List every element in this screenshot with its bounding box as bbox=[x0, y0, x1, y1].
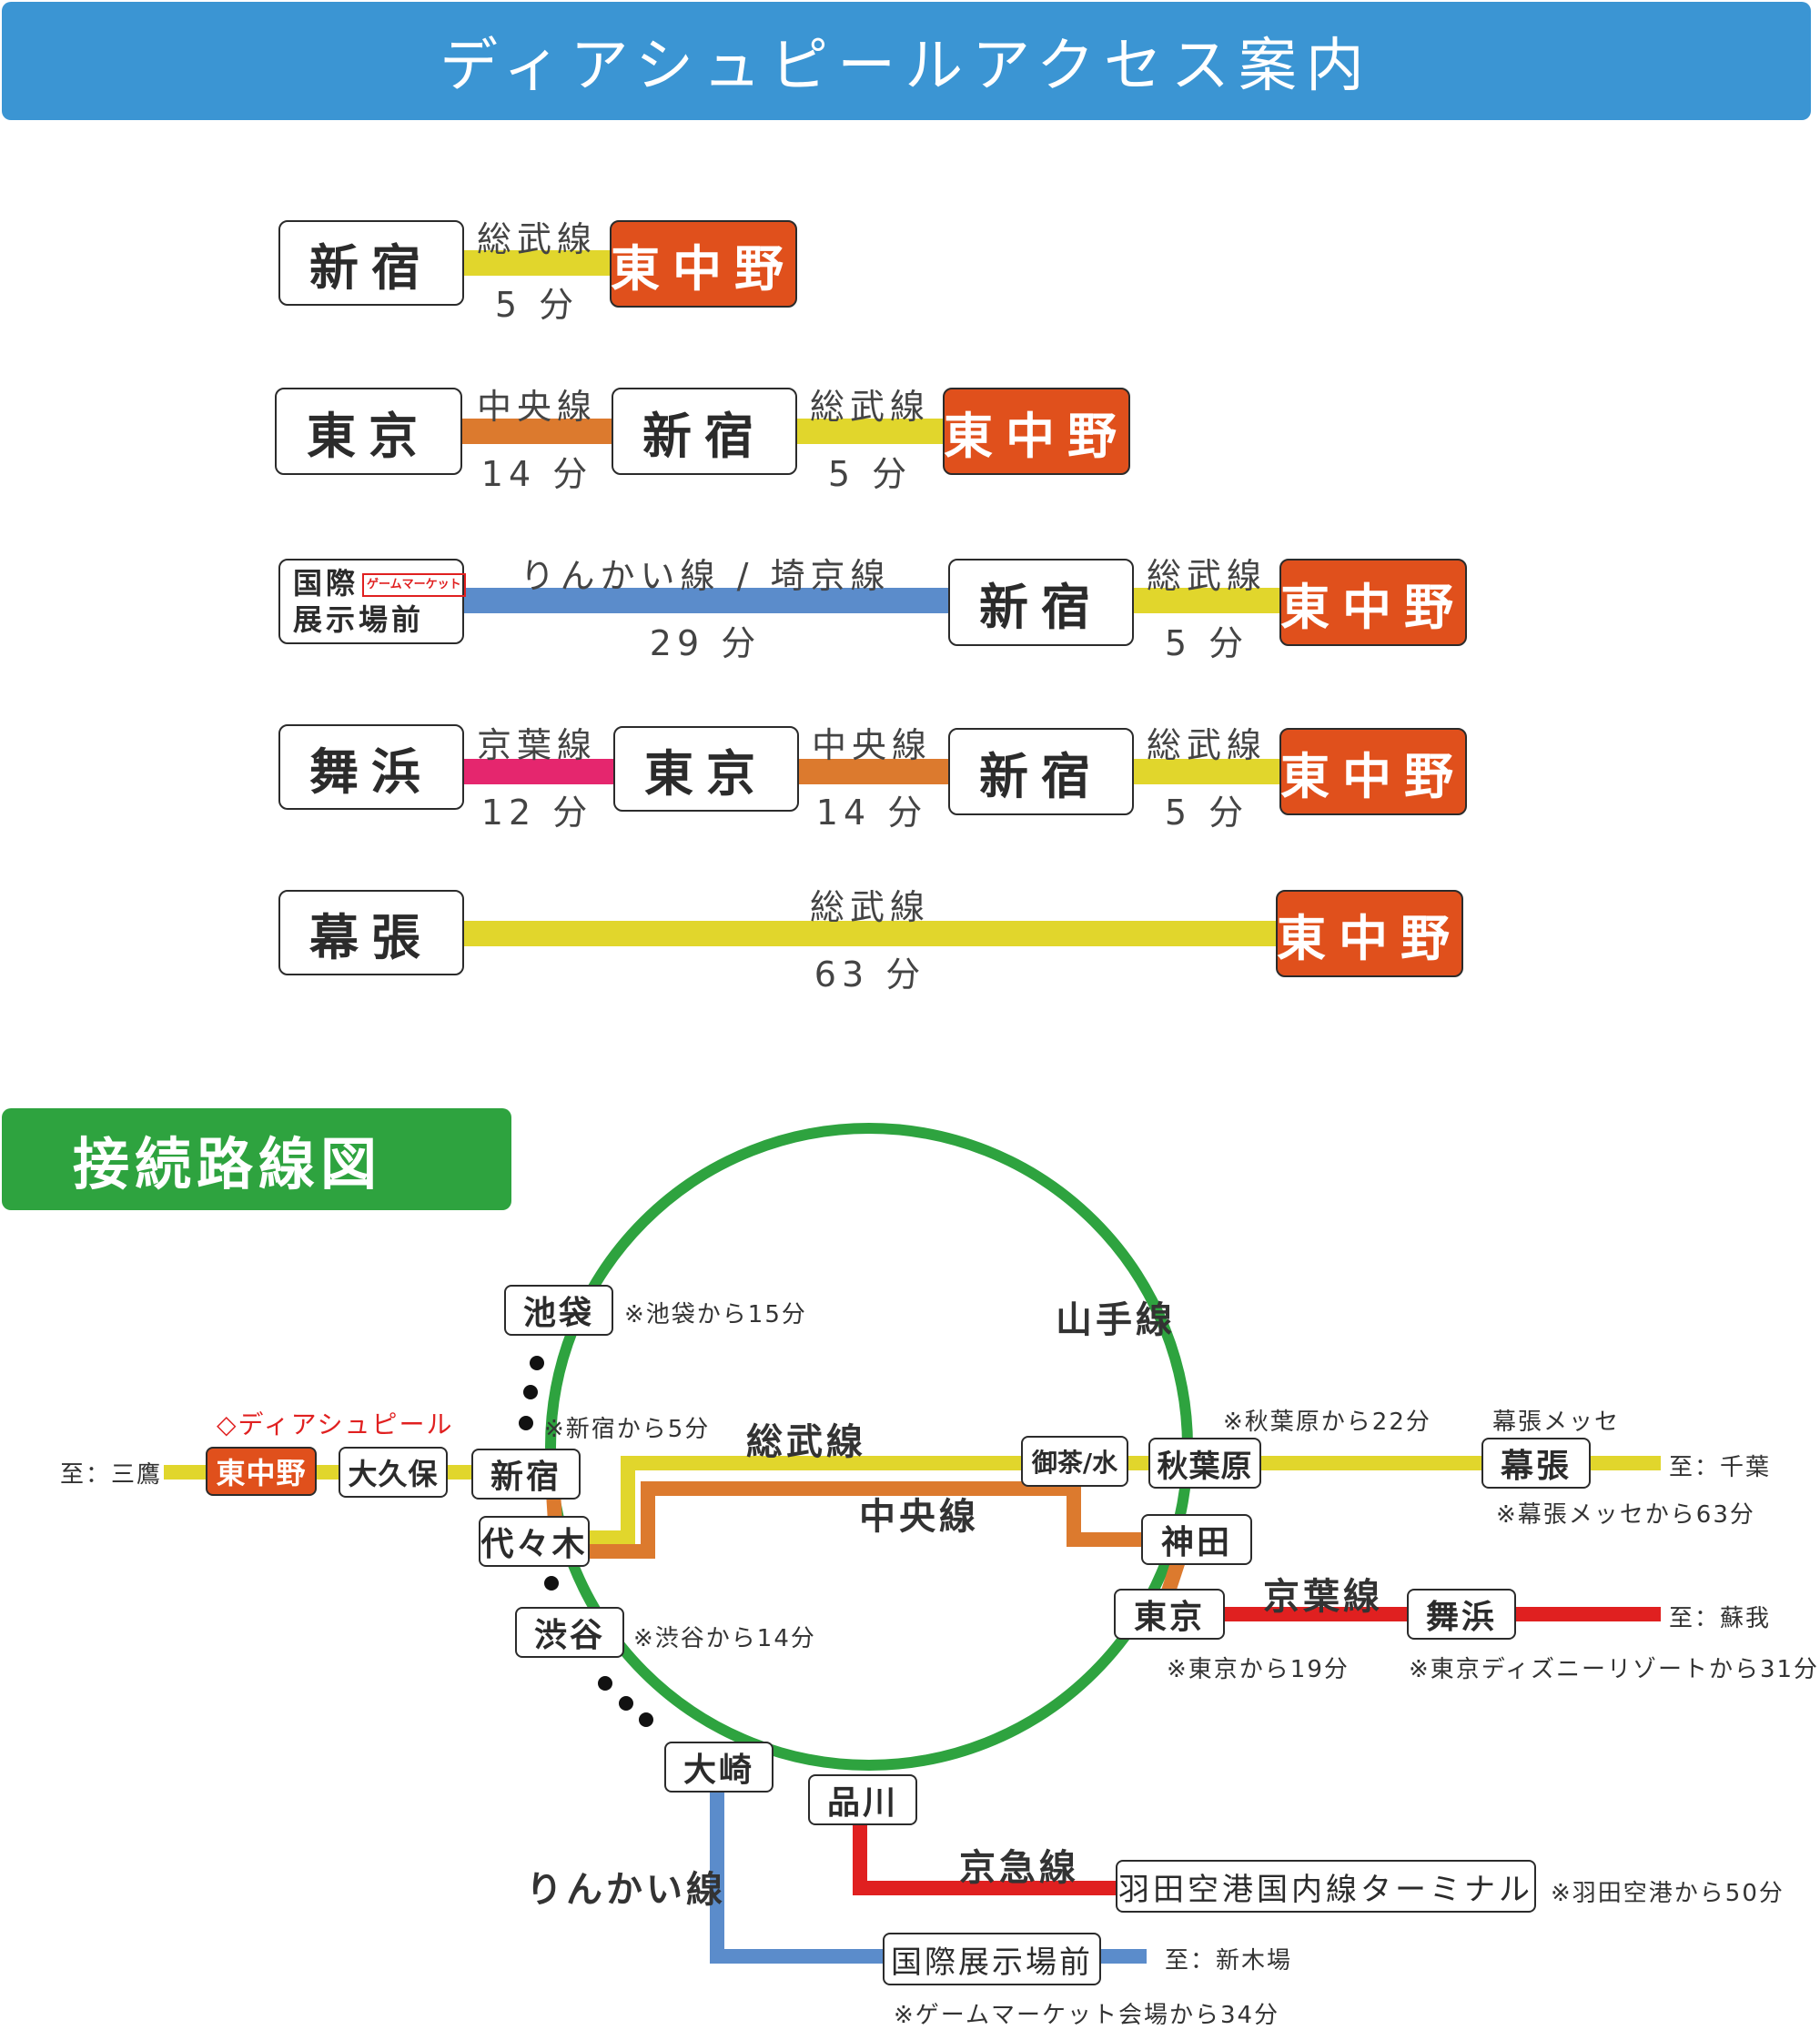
station-higashinakano: 東中野 bbox=[1279, 728, 1467, 815]
travel-time-label: 14 分 bbox=[815, 793, 928, 833]
map-station-shibuya: 渋谷 bbox=[515, 1607, 624, 1658]
sobu-line-segment bbox=[794, 419, 946, 444]
station-higashinakano: 東中野 bbox=[1276, 890, 1463, 977]
venue-label: ◇ディアシュピール bbox=[217, 1409, 454, 1439]
travel-time-label: 12 分 bbox=[480, 793, 593, 833]
map-station-kokusai-tenjijo: 国際展示場前 bbox=[883, 1933, 1101, 1985]
map-station-maihama: 舞浜 bbox=[1407, 1589, 1516, 1640]
map-station-osaki: 大崎 bbox=[664, 1742, 774, 1793]
line-name-chuo: 中央線 bbox=[859, 1496, 979, 1538]
note-maihama: ※東京ディズニーリゾートから31分 bbox=[1409, 1656, 1820, 1683]
map-station-kanda: 神田 bbox=[1141, 1514, 1252, 1565]
line-name-rinkai: りんかい線 bbox=[526, 1869, 726, 1911]
station-maihama: 舞浜 bbox=[278, 724, 464, 810]
line-name-label: 総武線 bbox=[1146, 556, 1267, 596]
station-tokyo: 東京 bbox=[275, 388, 462, 475]
map-station-ikebukuro: 池袋 bbox=[504, 1285, 613, 1336]
station-shinjuku: 新宿 bbox=[948, 728, 1134, 815]
line-name-keiyo: 京葉線 bbox=[1263, 1576, 1383, 1618]
note-shinjuku: ※新宿から5分 bbox=[544, 1416, 711, 1443]
map-station-yoyogi: 代々木 bbox=[479, 1516, 590, 1567]
line-name-yamanote: 山手線 bbox=[1056, 1299, 1176, 1341]
saikyo-dot bbox=[544, 1576, 559, 1591]
travel-time-label: 5 分 bbox=[494, 285, 580, 325]
direction-chiba: 至：千葉 bbox=[1669, 1454, 1772, 1481]
saikyo-dot bbox=[523, 1385, 538, 1399]
chuo-line-segment bbox=[795, 759, 948, 784]
saikyo-dot bbox=[619, 1696, 633, 1711]
travel-time-label: 29 分 bbox=[649, 623, 762, 663]
line-name-label: 京葉線 bbox=[476, 725, 597, 765]
map-station-makuhari: 幕張 bbox=[1481, 1438, 1591, 1489]
line-name-label: 総武線 bbox=[476, 219, 597, 259]
travel-time-label: 63 分 bbox=[814, 954, 926, 995]
map-station-shinagawa: 品川 bbox=[808, 1774, 917, 1825]
chuo-line bbox=[546, 1481, 1147, 1559]
line-name-label: 総武線 bbox=[809, 387, 930, 427]
saikyo-dot bbox=[530, 1356, 544, 1370]
keikyu-line bbox=[853, 1811, 1119, 1895]
station-shinjuku: 新宿 bbox=[278, 220, 464, 306]
saikyo-dot bbox=[519, 1416, 533, 1430]
station-shinjuku: 新宿 bbox=[948, 559, 1134, 646]
makuhari-messe-label: 幕張メッセ bbox=[1492, 1409, 1621, 1436]
line-name-label: りんかい線 / 埼京線 bbox=[520, 556, 891, 596]
sobu-line-segment bbox=[462, 250, 612, 276]
sobu-line bbox=[587, 1456, 1274, 1545]
line-name-sobu: 総武線 bbox=[746, 1421, 866, 1463]
keiyo-line-segment bbox=[460, 759, 613, 784]
travel-time-label: 14 分 bbox=[480, 454, 593, 494]
line-name-label: 総武線 bbox=[1146, 725, 1267, 765]
travel-time-label: 5 分 bbox=[1164, 623, 1249, 663]
line-name-label: 中央線 bbox=[811, 725, 932, 765]
map-station-okubo: 大久保 bbox=[339, 1447, 448, 1498]
map-station-shinjuku: 新宿 bbox=[471, 1449, 581, 1500]
station-makuhari: 幕張 bbox=[278, 890, 464, 975]
station-higashinakano: 東中野 bbox=[943, 388, 1130, 475]
note-shibuya: ※渋谷から14分 bbox=[633, 1625, 816, 1652]
station-higashinakano: 東中野 bbox=[1279, 559, 1467, 646]
note-akihabara: ※秋葉原から22分 bbox=[1223, 1409, 1431, 1436]
line-name-label: 総武線 bbox=[809, 887, 930, 927]
note-makuhari: ※幕張メッセから63分 bbox=[1496, 1501, 1755, 1529]
rinkai-line bbox=[710, 1789, 1147, 1964]
map-station-higashinakano: 東中野 bbox=[206, 1447, 317, 1496]
saikyo-dot bbox=[639, 1712, 653, 1727]
section-title: 接続路線図 bbox=[73, 1131, 383, 1197]
saikyo-dot bbox=[598, 1676, 612, 1691]
saikyo-line-dots bbox=[519, 1356, 653, 1727]
direction-shinkiba: 至：新木場 bbox=[1165, 1947, 1293, 1974]
note-tokyo: ※東京から19分 bbox=[1167, 1656, 1350, 1683]
route-map-header: 接続路線図 bbox=[2, 1108, 511, 1210]
note-haneda: ※羽田空港から50分 bbox=[1551, 1880, 1785, 1907]
rinkai-saikyo-line-segment bbox=[460, 588, 950, 613]
page-title: ディアシュピールアクセス案内 bbox=[440, 33, 1373, 100]
travel-time-label: 5 分 bbox=[827, 454, 913, 494]
chuo-line-segment bbox=[460, 419, 613, 444]
note-kokusai-tenjijo: ※ゲームマーケット会場から34分 bbox=[894, 2002, 1280, 2029]
note-ikebukuro: ※池袋から15分 bbox=[624, 1301, 807, 1328]
line-name-keikyu: 京急線 bbox=[959, 1847, 1079, 1889]
direction-soga: 至：蘇我 bbox=[1669, 1605, 1772, 1632]
map-station-ochanomizu: 御茶/水 bbox=[1021, 1436, 1128, 1487]
direction-mitaka: 至：三鷹 bbox=[60, 1461, 163, 1489]
station-higashinakano: 東中野 bbox=[610, 220, 797, 308]
station-kokusai-tenjijo: 国際ゲームマーケット 展示場前 bbox=[278, 559, 466, 644]
station-shinjuku: 新宿 bbox=[612, 388, 797, 475]
sobu-line-segment bbox=[460, 921, 1279, 946]
map-station-tokyo: 東京 bbox=[1114, 1589, 1225, 1640]
access-guide-header: ディアシュピールアクセス案内 bbox=[2, 2, 1811, 120]
map-station-akihabara: 秋葉原 bbox=[1148, 1438, 1261, 1489]
station-tokyo: 東京 bbox=[613, 726, 799, 812]
travel-time-label: 5 分 bbox=[1164, 793, 1249, 833]
sobu-line-segment bbox=[1130, 759, 1283, 784]
line-name-label: 中央線 bbox=[476, 387, 597, 427]
game-market-tag: ゲームマーケット bbox=[362, 573, 466, 597]
map-station-haneda: 羽田空港国内線ターミナル bbox=[1116, 1860, 1536, 1913]
sobu-line-segment bbox=[1130, 588, 1283, 613]
